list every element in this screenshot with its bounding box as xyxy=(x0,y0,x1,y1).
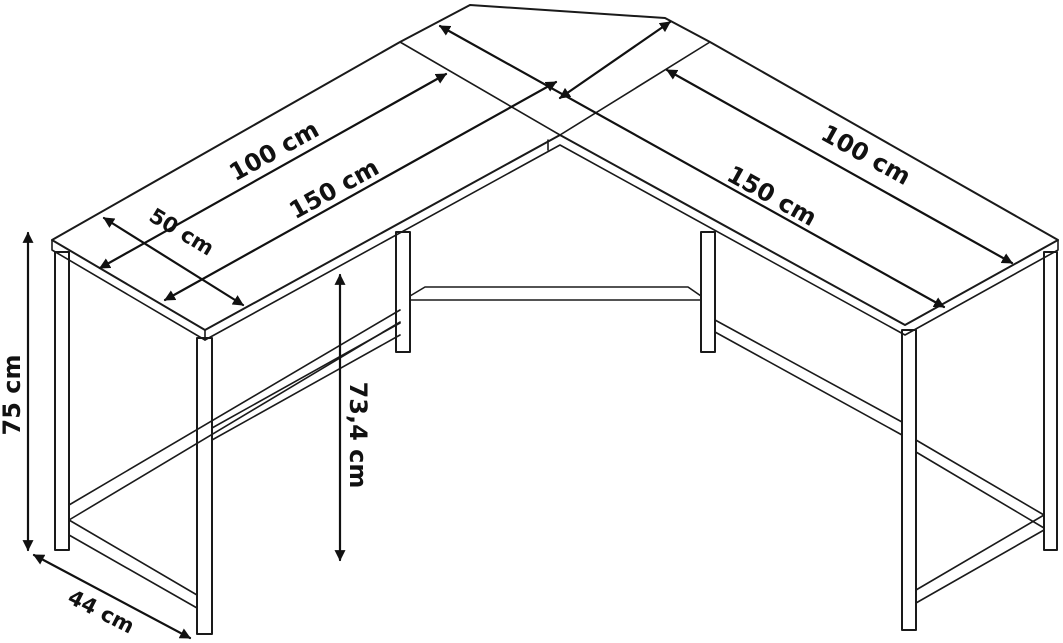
label-inner-height: 73,4 cm xyxy=(344,382,372,489)
label-left-depth: 50 cm xyxy=(145,203,218,260)
label-front-left-length: 150 cm xyxy=(285,153,384,225)
label-front-right-length: 150 cm xyxy=(722,160,821,232)
dim-arrow-back-right xyxy=(665,68,1014,265)
label-leg-depth: 44 cm xyxy=(64,585,138,639)
dimension-lines xyxy=(22,20,1014,640)
label-total-height: 75 cm xyxy=(0,355,26,436)
dim-arrow-left-top-back xyxy=(558,20,672,100)
dim-arrow-left-depth xyxy=(102,216,245,307)
dim-arrow-leg-depth xyxy=(32,553,192,640)
dim-arrow-front-left xyxy=(163,80,558,302)
desk-frame xyxy=(54,231,1058,635)
